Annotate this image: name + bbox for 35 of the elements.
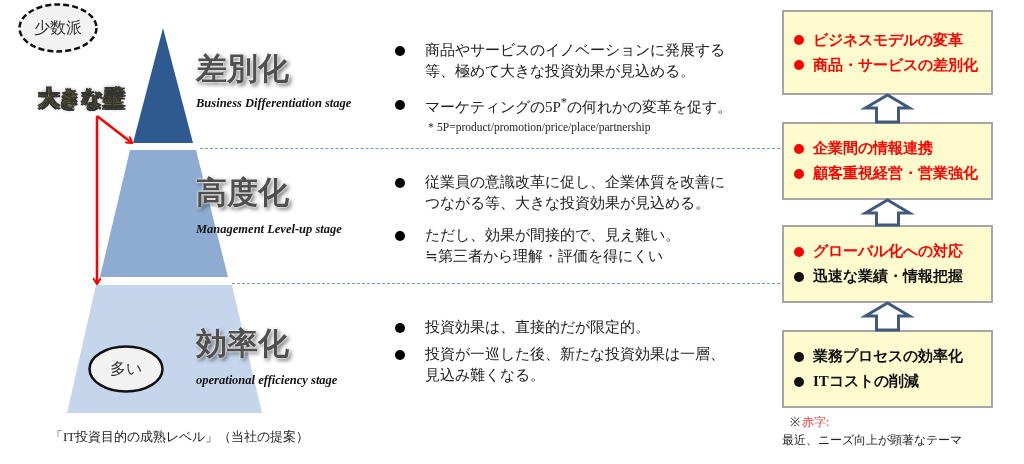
stage-subtitle: operational efficiency stage bbox=[196, 373, 338, 388]
ellipse-label: 少数派 bbox=[34, 17, 82, 38]
bullet-item: ビジネスモデルの変革 bbox=[813, 30, 963, 50]
bullet-item: 業務プロセスの効率化 bbox=[813, 347, 963, 366]
stage-subtitle: Business Differentiation stage bbox=[196, 96, 352, 111]
arrow bbox=[92, 116, 102, 285]
caption: 「IT投資目的の成熟レベル」（当社の提案） bbox=[50, 428, 310, 446]
dashed-ellipse bbox=[18, 3, 98, 53]
bullet-item: グローバル化への対応 bbox=[813, 242, 963, 261]
note-text: 最近、ニーズ向上が顕著なテーマ bbox=[782, 432, 962, 449]
block-arrow bbox=[860, 198, 915, 227]
block-arrow bbox=[860, 301, 915, 332]
note-text: 赤字: bbox=[802, 414, 830, 431]
bullet-text: ただし、効果が間接的で、見え難い。 bbox=[425, 226, 680, 245]
note-text: ＊5P=product/promotion/price/place/partnership bbox=[425, 120, 651, 136]
bullet-item: 企業間の情報連携 bbox=[813, 139, 933, 158]
arrow bbox=[96, 115, 133, 144]
bullet-item: 商品・サービスの差別化 bbox=[813, 55, 978, 75]
ellipse-label: 多い bbox=[110, 358, 142, 379]
bullet-text: 商品やサービスのイノベーションに発展する等、極めて大きな投資効果が見込める。 bbox=[425, 41, 726, 81]
bullet-item: 迅速な業績・情報把握 bbox=[813, 267, 963, 286]
stage-title: 効率化 bbox=[196, 324, 289, 363]
stage-subtitle: Management Level-up stage bbox=[196, 222, 342, 237]
note-text: ≒第三者から理解・評価を得にくい bbox=[425, 247, 663, 266]
bullet-text: 投資が一巡した後、新たな投資効果は一層、見込み難くなる。 bbox=[425, 345, 726, 385]
bullet-item: 顧客重視経営・営業強化 bbox=[813, 164, 978, 183]
bullet-text: 投資効果は、直接的だが限定的。 bbox=[425, 318, 650, 337]
bullet-text: 従業員の意識改革に促し、企業体質を改善につながる等、大きな投資効果が見込める。 bbox=[425, 173, 726, 213]
note-text: ※ bbox=[790, 414, 800, 431]
bullet-item: ITコストの削減 bbox=[813, 372, 919, 391]
stage-title: 差別化 bbox=[196, 49, 289, 88]
ellipse bbox=[88, 345, 164, 393]
block-arrow bbox=[860, 93, 915, 124]
bullet-text: マーケティングの5P$^{*}$の何れかの変革を促す。 bbox=[425, 94, 733, 117]
callout-text: 大きな壁 bbox=[38, 84, 134, 114]
